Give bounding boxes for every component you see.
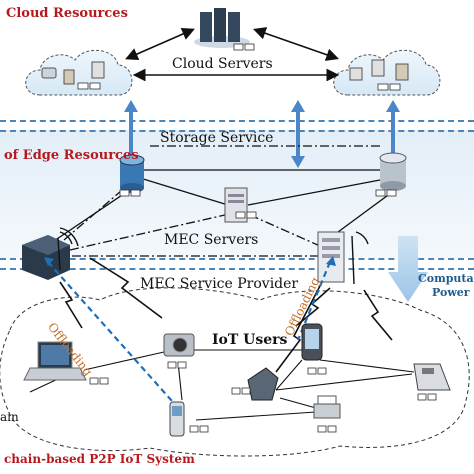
edge-resources-label: of Edge Resources xyxy=(4,148,139,163)
offloading-arrowhead xyxy=(326,256,336,266)
left-partial-label: ain xyxy=(0,410,19,424)
edge-links xyxy=(47,169,396,246)
computation-power-arrow xyxy=(388,236,428,302)
printer-icon xyxy=(313,395,341,419)
cloud-link-arrow xyxy=(125,27,195,61)
computation-power-label-line1: Computa xyxy=(418,272,474,285)
ledger-icons xyxy=(89,361,437,433)
blue-arrow xyxy=(124,100,400,168)
base-station-right xyxy=(317,231,369,285)
layer-divider xyxy=(0,130,474,132)
storage-service-label: Storage Service xyxy=(160,130,274,146)
mec-service-provider-label: MEC Service Provider xyxy=(140,276,299,292)
computation-power-label-line2: Power xyxy=(432,286,470,299)
iot-region-outline xyxy=(0,287,470,457)
cellphone-icon xyxy=(169,401,185,437)
layer-divider xyxy=(0,258,474,260)
cloud-resources-label: Cloud Resources xyxy=(6,6,128,21)
laptop-icon xyxy=(23,341,87,381)
wireless-links xyxy=(59,257,393,373)
iot-links xyxy=(29,349,415,421)
iot-users-label: IoT Users xyxy=(212,332,288,348)
cloud-servers-label: Cloud Servers xyxy=(172,56,273,72)
fax-icon xyxy=(413,363,451,391)
storage-cylinder-right xyxy=(375,152,407,197)
edge-dashdot-links xyxy=(63,145,380,257)
storage-cylinder-left xyxy=(119,154,145,197)
scanner-icon xyxy=(247,367,279,401)
cloud-right xyxy=(333,49,441,96)
iot-system-label: chain-based P2P IoT System xyxy=(4,452,195,466)
mec-servers-label: MEC Servers xyxy=(164,232,259,248)
layer-divider xyxy=(0,120,474,122)
camera-icon xyxy=(163,333,195,357)
layer-divider xyxy=(0,268,474,270)
cloud-server-cluster xyxy=(194,8,255,51)
cloud-link-arrow xyxy=(252,27,340,61)
phone-icon xyxy=(301,323,323,361)
offloading-arrowhead xyxy=(44,257,54,266)
mec-server-icon xyxy=(224,187,257,223)
cloud-left xyxy=(25,49,133,96)
